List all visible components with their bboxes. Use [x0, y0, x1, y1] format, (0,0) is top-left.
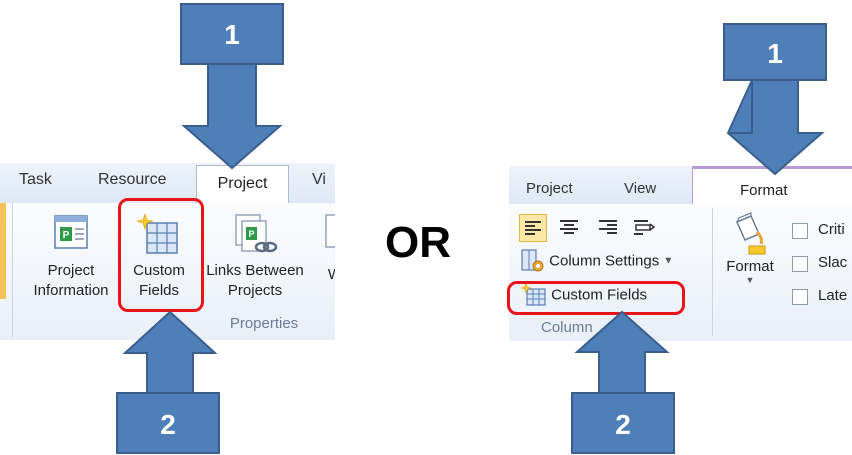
group-edge-marker	[0, 203, 6, 299]
arrow-label-2-left: 2	[160, 409, 176, 440]
arrow-label-2-right: 2	[615, 409, 631, 440]
format-paint-bucket-icon	[736, 212, 766, 255]
up-arrow-2-left: 2	[116, 310, 220, 454]
up-arrow-2-right: 2	[571, 310, 675, 454]
align-left-icon	[525, 221, 541, 235]
wrap-text-icon	[634, 220, 656, 235]
tab-project[interactable]: Project	[526, 180, 573, 197]
links-between-projects-button[interactable]: P Links Between Projects	[196, 213, 314, 301]
custom-fields-icon	[137, 213, 178, 254]
tab-task[interactable]: Task	[19, 171, 52, 188]
tab-view-partial[interactable]: Vi	[312, 171, 326, 188]
wrap-text-button[interactable]	[631, 215, 657, 241]
slack-checkbox[interactable]	[792, 256, 808, 272]
custom-fields-highlight	[118, 198, 204, 312]
svg-text:P: P	[63, 230, 70, 241]
dropdown-arrow-icon: ▼	[745, 275, 755, 285]
custom-fields-highlight-right	[507, 281, 685, 315]
down-arrow-1-left: 1	[180, 3, 284, 170]
svg-text:P: P	[248, 229, 254, 239]
format-button-label: Format	[726, 258, 774, 275]
arrow-label-1-right: 1	[767, 38, 783, 69]
column-settings-button[interactable]: Column Settings ▼	[521, 249, 673, 273]
tab-view[interactable]: View	[624, 180, 657, 197]
project-information-icon: P	[54, 215, 88, 249]
partial-label: W	[327, 266, 335, 283]
left-ribbon: Task Resource Project Vi P Project Infor…	[0, 163, 335, 340]
custom-fields-label: Custom Fields	[551, 286, 648, 304]
dropdown-arrow-icon: ▼	[663, 255, 674, 267]
critical-label: Criti	[818, 221, 845, 238]
properties-group-label: Properties	[229, 315, 299, 332]
project-information-button[interactable]: P Project Information	[22, 213, 120, 301]
slack-label: Slac	[818, 254, 848, 271]
align-center-button[interactable]	[556, 215, 582, 241]
ribbon-body-right: Column Settings ▼ Custom Fields Column	[509, 204, 852, 341]
tab-resource[interactable]: Resource	[98, 171, 167, 188]
custom-fields-button[interactable]: Custom Fields	[520, 282, 648, 307]
links-between-projects-label: Links Between Projects	[206, 262, 304, 299]
custom-fields-icon	[520, 282, 546, 306]
late-label: Late	[818, 287, 848, 304]
align-right-button[interactable]	[595, 215, 621, 241]
format-button[interactable]: Format ▼	[719, 212, 781, 285]
or-text: OR	[385, 218, 451, 267]
align-left-button[interactable]	[519, 214, 547, 242]
group-separator	[12, 203, 13, 337]
arrow-label-1-left: 1	[224, 19, 240, 50]
down-arrow-1-right: 1	[723, 23, 827, 176]
partial-icon	[325, 214, 335, 248]
late-checkbox[interactable]	[792, 289, 808, 305]
group-separator	[712, 208, 713, 336]
ribbon-tab-bar: Task Resource Project Vi	[0, 163, 335, 204]
custom-fields-label: Custom Fields	[133, 262, 185, 299]
align-right-icon	[599, 220, 617, 234]
critical-checkbox[interactable]	[792, 223, 808, 239]
right-ribbon: Project View Format	[509, 166, 852, 341]
partial-button[interactable]: W	[320, 213, 335, 285]
align-center-icon	[560, 220, 578, 234]
columns-group-label: Column	[541, 319, 593, 336]
custom-fields-button[interactable]: Custom Fields	[124, 213, 194, 301]
column-settings-icon	[521, 249, 544, 272]
ribbon-tab-bar-right: Project View Format	[509, 166, 852, 205]
ribbon-body: P Project Information Custom Fields	[0, 203, 335, 340]
tab-project[interactable]: Project	[196, 165, 289, 203]
links-between-projects-icon: P	[235, 214, 278, 253]
project-information-label: Project Information	[33, 262, 109, 299]
column-settings-label: Column Settings	[549, 252, 660, 270]
